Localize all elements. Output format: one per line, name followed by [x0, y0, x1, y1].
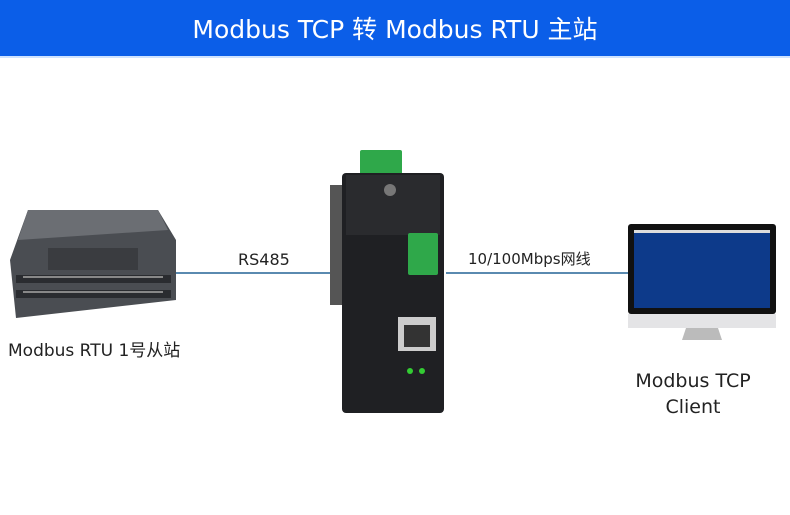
page-title-banner: Modbus TCP 转 Modbus RTU 主站 — [0, 0, 790, 58]
computer-client-image — [628, 224, 776, 340]
client-label-line2: Client — [665, 396, 721, 418]
ethernet-label: 10/100Mbps网线 — [468, 250, 591, 268]
client-label-line1: Modbus TCP — [635, 370, 751, 392]
client-label: Modbus TCP Client — [620, 368, 766, 420]
rs485-label: RS485 — [238, 250, 290, 269]
ethernet-connection-line — [446, 272, 630, 274]
plc-slave-device-image — [10, 210, 176, 318]
modbus-gateway-device-image — [330, 150, 444, 413]
rs485-terminal-block — [408, 233, 438, 275]
page-title: Modbus TCP 转 Modbus RTU 主站 — [192, 15, 598, 44]
slave-label: Modbus RTU 1号从站 — [8, 341, 181, 361]
power-terminal-block — [360, 150, 402, 180]
rs485-connection-line — [176, 272, 336, 274]
